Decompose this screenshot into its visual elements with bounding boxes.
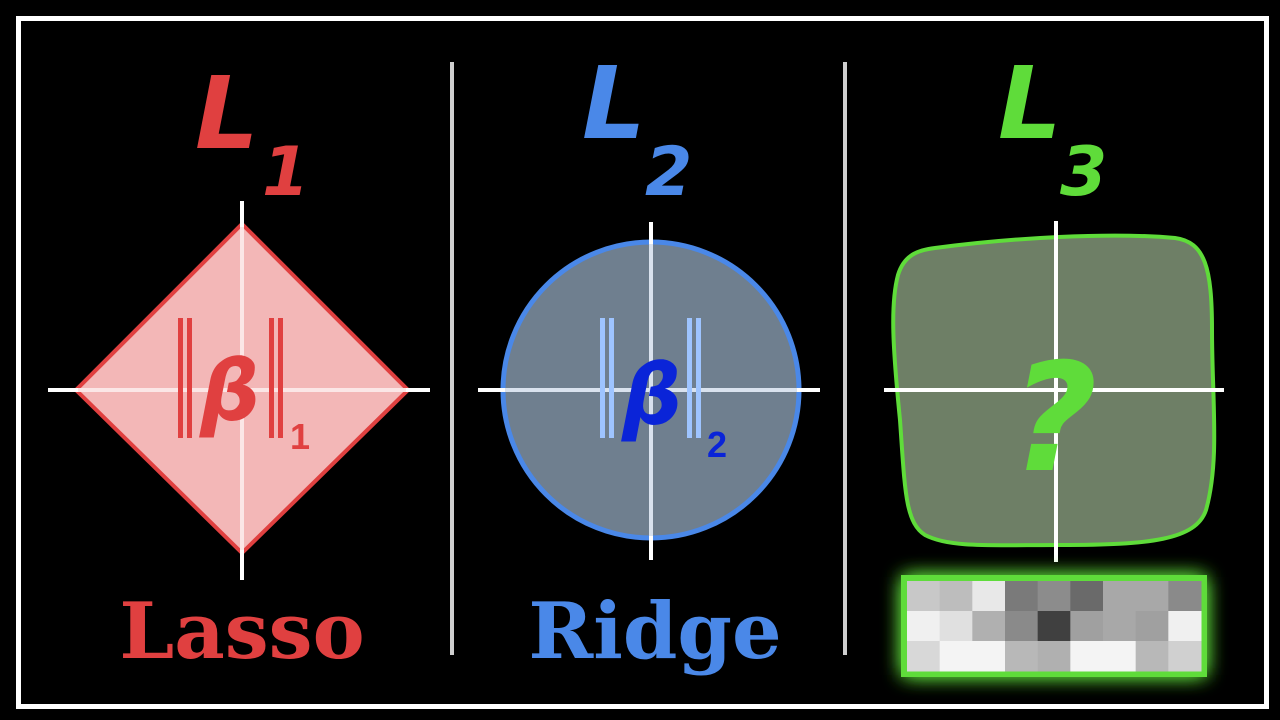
pixel-cell xyxy=(1037,581,1071,612)
pixel-cell xyxy=(972,641,1006,672)
norm-label-letter: L xyxy=(998,45,1062,162)
panel-l2: L 2 β 2 Ridge xyxy=(478,45,820,677)
pixel-cell xyxy=(1103,581,1137,612)
pixel-cell xyxy=(972,611,1006,642)
pixel-cell xyxy=(1168,641,1202,672)
l1-norm-formula: β 1 xyxy=(178,318,310,457)
method-name: Ridge xyxy=(528,586,781,677)
pixel-cell xyxy=(1168,581,1202,612)
pixel-cell xyxy=(972,581,1006,612)
pixel-cell xyxy=(1037,611,1071,642)
pixel-cell xyxy=(1070,641,1104,672)
formula-subscript: 1 xyxy=(290,416,310,457)
pixel-cell xyxy=(907,581,941,612)
norm-label-subscript: 3 xyxy=(1060,133,1107,212)
method-name: Lasso xyxy=(119,586,364,677)
pixel-cell xyxy=(907,611,941,642)
l2-norm-formula: β 2 xyxy=(600,318,727,465)
pixelated-name-block xyxy=(907,581,1202,672)
pixel-cell xyxy=(1135,611,1169,642)
pixel-cell xyxy=(1005,581,1039,612)
pixel-cell xyxy=(907,641,941,672)
pixel-cell xyxy=(1070,611,1104,642)
pixel-cell xyxy=(1103,641,1137,672)
beta-symbol: β xyxy=(199,342,260,440)
pixel-cell xyxy=(1070,581,1104,612)
question-mark: ? xyxy=(1010,332,1097,506)
pixel-cell xyxy=(939,641,973,672)
norm-label-letter: L xyxy=(195,55,259,172)
pixel-cell xyxy=(1005,611,1039,642)
panel-l1: L 1 β 1 Lasso xyxy=(48,55,430,677)
panel-l3: L 3 ? xyxy=(884,45,1224,677)
norm-label-subscript: 1 xyxy=(262,133,309,212)
pixel-cell xyxy=(939,581,973,612)
norm-label-subscript: 2 xyxy=(645,133,692,212)
censored-label-border xyxy=(901,575,1207,677)
pixel-cell xyxy=(1037,641,1071,672)
pixel-cell xyxy=(1135,641,1169,672)
beta-symbol: β xyxy=(621,346,682,444)
norm-label-letter: L xyxy=(582,45,646,162)
pixel-cell xyxy=(939,611,973,642)
pixel-cell xyxy=(1005,641,1039,672)
pixel-cell xyxy=(1168,611,1202,642)
pixel-cell xyxy=(1135,581,1169,612)
formula-subscript: 2 xyxy=(707,424,727,465)
pixel-cell xyxy=(1103,611,1137,642)
